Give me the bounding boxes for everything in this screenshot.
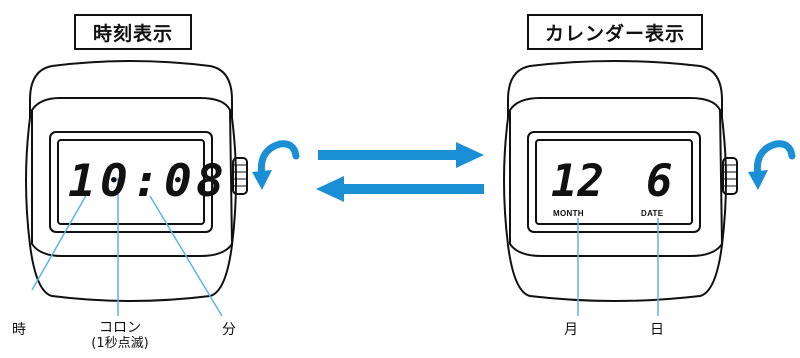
colon-blink-note: (1秒点滅) [91, 336, 149, 351]
right-display-frame [527, 131, 701, 233]
left-display-frame [49, 131, 213, 233]
left-display-window [57, 139, 205, 225]
left-watch-bezel [31, 97, 234, 257]
left-watch-crown [232, 157, 248, 195]
right-watch [503, 60, 738, 302]
right-watch-bezel [509, 97, 724, 257]
rotate-arrow-icon [252, 140, 300, 190]
date-lcd-readout: 6 [646, 156, 673, 207]
rotate-arrow-icon [748, 140, 796, 190]
switch-arrows-icon [316, 142, 484, 202]
leader-lines [31, 178, 659, 317]
calendar-display-title: カレンダー表示 [527, 14, 703, 50]
right-watch-case [503, 60, 727, 302]
date-caption: DATE [641, 209, 664, 218]
colon-callout: コロン [99, 320, 141, 336]
right-display-window [535, 139, 693, 225]
leader-hour [31, 191, 89, 291]
minute-callout: 分 [222, 322, 236, 338]
time-display-title: 時刻表示 [74, 14, 192, 50]
hour-callout: 時 [12, 322, 26, 338]
leader-minute [149, 195, 223, 317]
right-watch-crown [722, 157, 738, 195]
day-callout: 日 [650, 322, 664, 338]
time-lcd-readout: 10:08 [68, 156, 229, 207]
month-callout: 月 [564, 322, 578, 338]
month-caption: MONTH [553, 209, 584, 218]
month-lcd-readout: 12 [551, 156, 604, 207]
